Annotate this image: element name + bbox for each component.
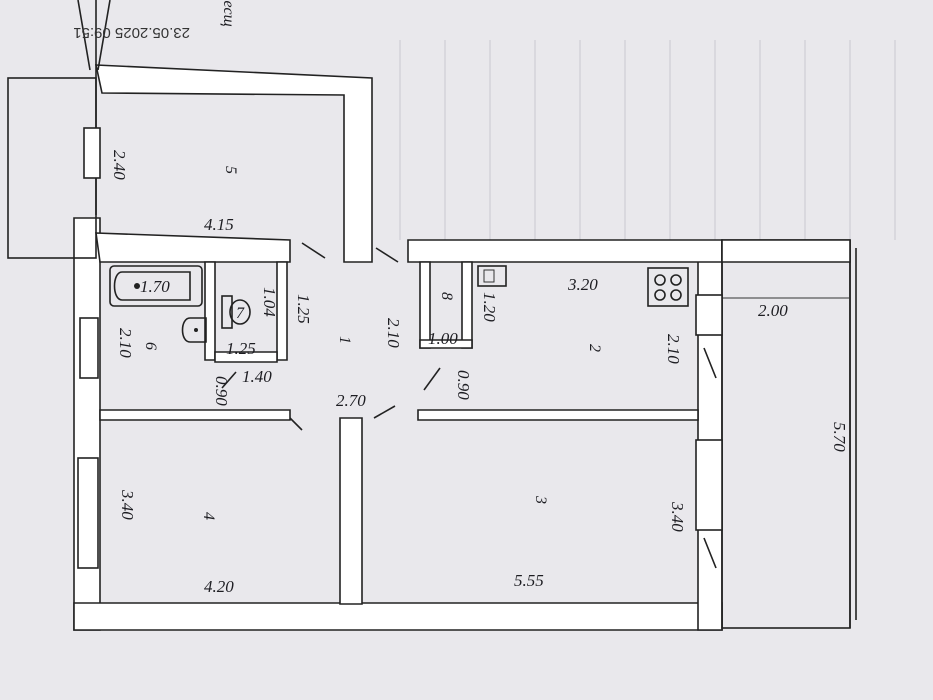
kitchen-sink-icon [477,265,507,287]
dim-570: 5.70 [830,422,849,452]
room-label-4: 4 [200,512,217,520]
dim-125b: 1.25 [226,339,256,358]
dim-420: 4.20 [204,577,234,596]
header-group: 23.05.2025 09:51 [73,24,190,41]
dim-555: 5.55 [514,571,544,590]
partial-word: ieсщ [220,0,237,27]
dim-090-left: 0.90 [212,376,231,406]
room-label-6: 6 [142,342,159,350]
timestamp: 23.05.2025 09:51 [73,24,190,41]
dim-270: 2.70 [336,391,366,410]
room-label-5: 5 [222,166,239,174]
dim-120: 1.20 [480,292,499,322]
windows [77,127,723,569]
paper-grid [399,40,896,240]
dim-415: 4.15 [204,215,234,234]
room-label-7: 7 [236,305,245,322]
dim-240: 2.40 [110,150,129,180]
dim-210-hall: 2.10 [384,318,403,348]
room-label-3: 3 [532,495,549,504]
dim-090-mid: 0.90 [454,370,473,400]
dim-125a: 1.25 [294,294,313,324]
bathtub [109,265,203,307]
door-marks [221,242,717,569]
room-label-2: 2 [586,344,603,352]
balcony [721,239,857,629]
dim-320: 3.20 [567,275,598,294]
sink-icon [181,317,207,343]
room-label-8: 8 [438,292,455,300]
dim-340-left: 3.40 [118,489,137,520]
dim-170: 1.70 [140,277,170,296]
dim-104: 1.04 [260,287,279,317]
stove-icon [647,267,689,307]
dim-340-right: 3.40 [668,501,687,532]
dim-210-kitchen: 2.10 [664,334,683,364]
toilet-icon [221,295,251,329]
room-label-1: 1 [336,336,353,344]
dim-100: 1.00 [428,329,458,348]
dim-200: 2.00 [758,301,788,320]
dim-140: 1.40 [242,367,272,386]
dim-210-bath: 2.10 [116,328,135,358]
walls [73,64,723,631]
